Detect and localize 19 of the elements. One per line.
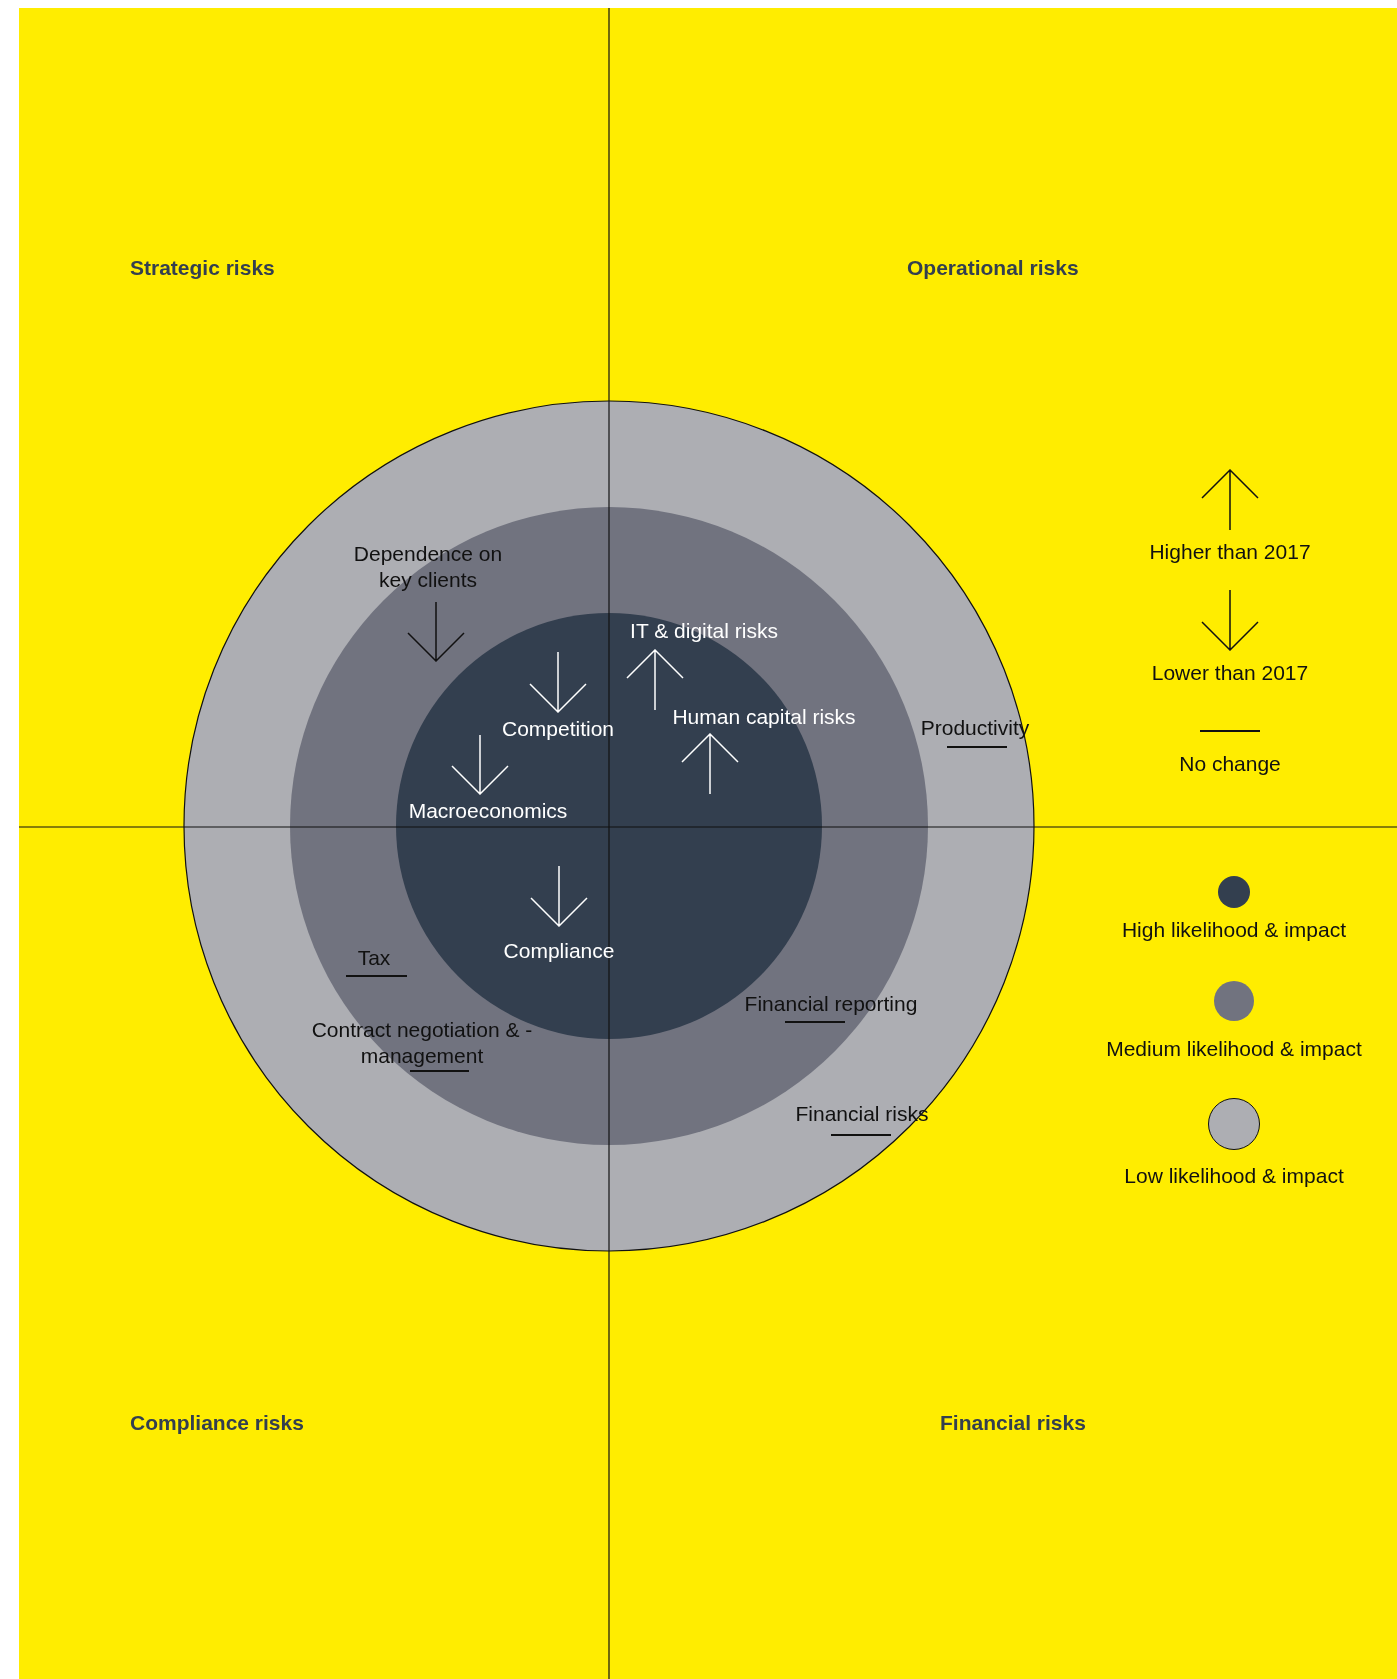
quadrant-title: Operational risks	[907, 255, 1079, 281]
risk-label: Dependence on key clients	[352, 541, 504, 594]
legend-label: High likelihood & impact	[1121, 917, 1347, 943]
risk-label: Contract negotiation & -management	[310, 1017, 534, 1070]
quadrant-title: Strategic risks	[130, 255, 275, 281]
legend-label: Low likelihood & impact	[1124, 1163, 1344, 1189]
risk-label: Tax	[357, 945, 391, 971]
risk-label: Competition	[501, 716, 615, 742]
risk-label: IT & digital risks	[630, 618, 778, 644]
risk-label: Financial reporting	[744, 991, 918, 1017]
risk-label: Human capital risks	[672, 704, 856, 730]
quadrant-title: Compliance risks	[130, 1410, 304, 1436]
legend-label: Lower than 2017	[1151, 660, 1309, 686]
risk-label: Compliance	[503, 938, 615, 964]
legend-label: Higher than 2017	[1149, 539, 1311, 565]
legend-label: Medium likelihood & impact	[1106, 1036, 1362, 1062]
risk-label: Macroeconomics	[408, 798, 568, 824]
quadrant-title: Financial risks	[940, 1410, 1086, 1436]
legend-label: No change	[1179, 751, 1281, 777]
